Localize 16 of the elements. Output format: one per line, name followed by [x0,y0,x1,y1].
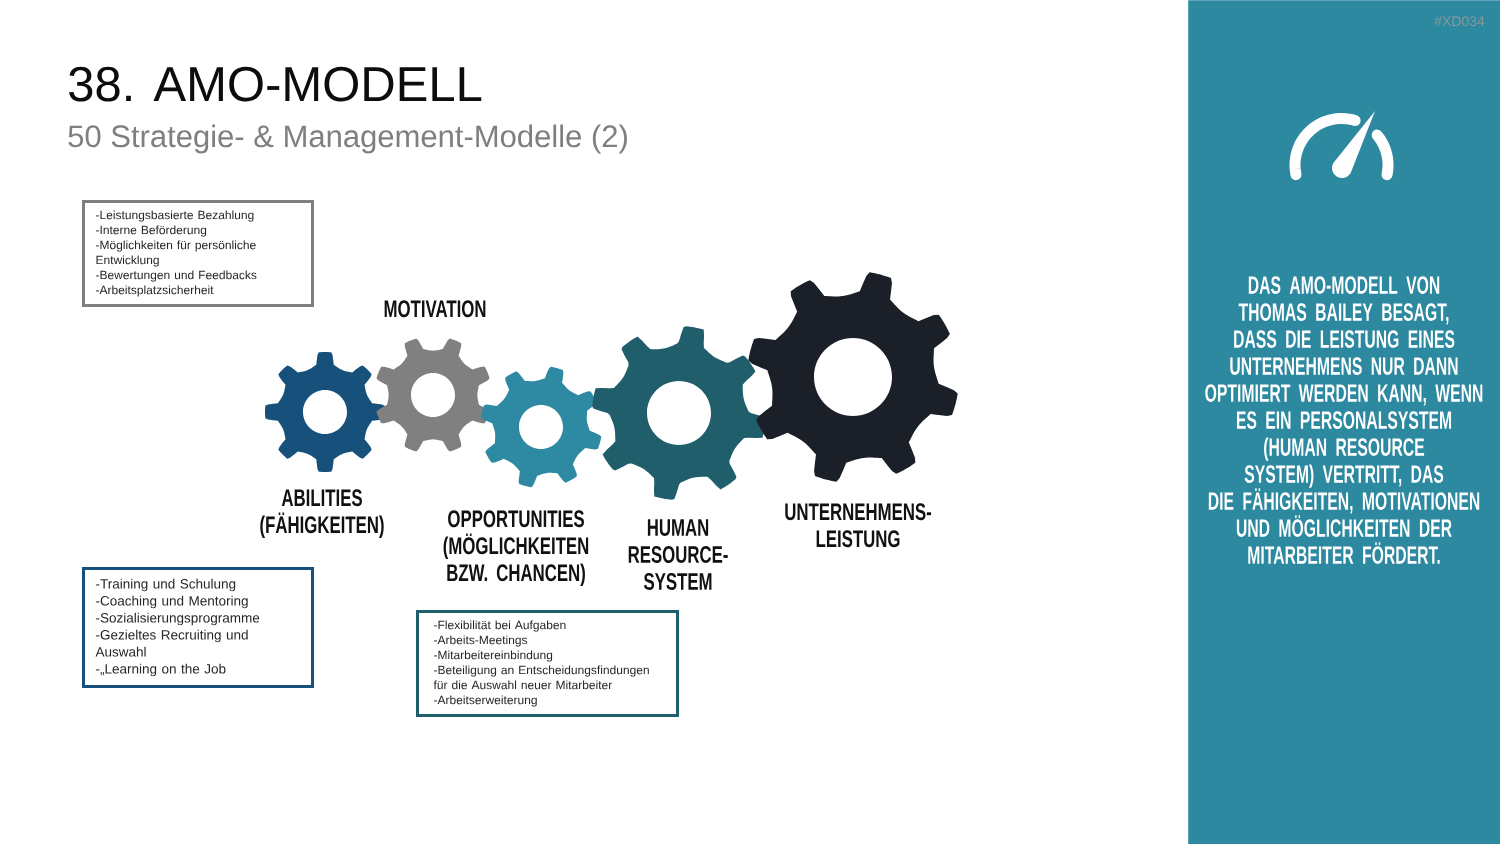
text-box: -Flexibilität bei Aufgaben -Arbeits-Meetings -Mitarbeitereinbindung -Beteiligung an Entscheidungsfindungen für die Auswahl neuer Mitarbeiter -Arbeitserweiterung [416,610,679,717]
text-box: -Training und Schulung -Coaching und Mentoring -Sozialisierungsprogramme -Gezieltes Recruiting und Auswahl -„Learning on the Job [82,567,314,688]
gear-label: HUMAN RESOURCE-SYSTEM [628,519,728,590]
reference-code: #XD034 [1434,16,1485,27]
title: 38. AMO-MODELL [69,66,482,102]
gear-label: MOTIVATION [384,300,486,318]
subtitle: 50 Strategie- & Management-Modelle (2) [68,124,627,154]
gear-label: OPPORTUNITIES (MÖGLICHKEITEN BZW. CHANCEN) [443,510,589,586]
gear-label: UNTERNEHMENS-LEISTUNG [785,503,932,548]
gear [480,366,602,488]
gear [592,326,766,500]
gear [376,338,490,452]
text-box: -Leistungsbasierte Bezahlung -Interne Beförderung -Möglichkeiten für persönliche Entwicklung -Bewertungen und Feedbacks -Arbeitsplatzsicherheit [82,200,314,307]
gear-label: ABILITIES (FÄHIGKEITEN) [260,489,384,538]
gear [748,272,958,482]
gear [265,352,385,472]
